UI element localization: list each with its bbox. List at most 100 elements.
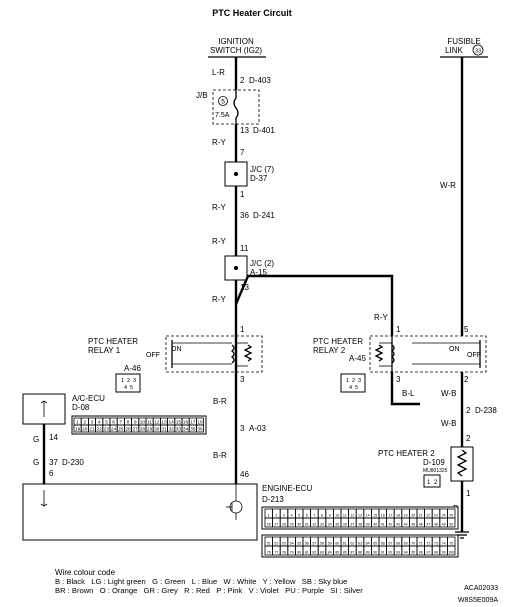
pin-number: 37 [350, 522, 354, 526]
pin-number: 23 [104, 426, 110, 432]
pin-number: 28 [140, 426, 146, 432]
svg-text:5: 5 [355, 385, 358, 391]
pin-number: 9 [329, 513, 331, 517]
pin-number: 16 [183, 419, 189, 425]
pin-number: 32 [312, 522, 316, 526]
d230-pin: 37 [49, 458, 58, 467]
pin-number: 11 [147, 419, 152, 425]
pin-number: 92 [388, 550, 392, 554]
heater-pin-top: 2 [466, 434, 471, 443]
pin-number: 28 [282, 522, 286, 526]
pin-number: 25 [449, 513, 453, 517]
relay2-pin-left-bottom: 3 [396, 375, 401, 384]
diagram-title: PTC Heater Circuit [212, 8, 292, 18]
relay2-pin-left: 1 [396, 325, 401, 334]
pin-number: 91 [381, 550, 385, 554]
d238-conn: D-238 [475, 406, 497, 415]
ptc-heater-2-label: PTC HEATER 2 [378, 449, 435, 458]
pin-number: 47 [426, 522, 430, 526]
pin-number: 70 [411, 541, 415, 545]
pin-number: 13 [161, 419, 167, 425]
svg-text:1: 1 [427, 480, 431, 486]
relay1-coil-icon [230, 344, 235, 364]
pin-number: 22 [97, 426, 103, 432]
pin-number: 96 [419, 550, 423, 554]
relay2-wire-bottom: B-L [402, 389, 415, 398]
legend-line-2: BR : Brown O : Orange GR : Grey R : Red … [55, 586, 363, 595]
fusible-number: 33 [475, 49, 481, 55]
pin-number: 30 [154, 426, 160, 432]
pin-number: 40 [373, 522, 377, 526]
pin-number: 27 [274, 522, 278, 526]
pin-number: 17 [388, 513, 392, 517]
pin-number: 18 [396, 513, 400, 517]
pin-number: 18 [197, 419, 203, 425]
pin-number: 29 [147, 426, 153, 432]
pin-number: 95 [411, 550, 415, 554]
wire-color-ry-2: R-Y [212, 203, 226, 212]
ac-ecu-pin-ecu: 6 [49, 469, 54, 478]
jc2-pin-in: 11 [240, 244, 249, 253]
relay2-connector: 1 2 3 4 5 [340, 373, 366, 393]
figure-code-2: W8S5E009A [458, 597, 498, 604]
pin-number: 24 [442, 513, 446, 517]
pin-number: 65 [373, 541, 377, 545]
d241-pin: 36 [240, 211, 249, 220]
wire-color-br-1: B-R [213, 397, 227, 406]
pin-number: 22 [426, 513, 430, 517]
pin-number: 75 [449, 541, 453, 545]
pin-number: 55 [297, 541, 301, 545]
d230-conn: D-230 [62, 458, 84, 467]
pin-number: 52 [274, 541, 278, 545]
pin-number: 41 [381, 522, 385, 526]
pin-number: 5 [298, 513, 300, 517]
pin-number: 6 [306, 513, 308, 517]
fuse-number: 5 [221, 99, 225, 106]
wire-color-ry-3: R-Y [212, 237, 226, 246]
pin-number: 86 [343, 550, 347, 554]
wire-color-g-1: G [33, 435, 39, 444]
heater-connector: 1 2 [423, 474, 441, 488]
svg-text:2: 2 [352, 378, 355, 384]
relay1-resistor-icon [243, 344, 253, 362]
relay2-off-label: OFF [467, 352, 481, 359]
pin-number: 36 [343, 522, 347, 526]
relay1-output: B-R 3 A-03 B-R 46 [213, 372, 266, 484]
pin-number: 17 [190, 419, 196, 425]
pin-number: 56 [305, 541, 309, 545]
wire-color-ry-4: R-Y [212, 295, 226, 304]
pin-number: 35 [190, 426, 196, 432]
relay1-conn: A-46 [124, 364, 141, 373]
pin-number: 57 [312, 541, 316, 545]
pin-number: 21 [89, 426, 95, 432]
jc2-conn: A-15 [250, 268, 267, 277]
pin-number: 36 [197, 426, 203, 432]
pin-number: 34 [328, 522, 332, 526]
pin-number: 63 [358, 541, 362, 545]
pin-number: 21 [419, 513, 423, 517]
pin-number: 12 [350, 513, 354, 517]
ground-icon [455, 531, 469, 539]
pin-number: 82 [312, 550, 316, 554]
pin-number: 3 [91, 419, 94, 425]
jc7-label: J/C (7) [250, 165, 274, 174]
wire-color-wr: W-R [440, 181, 456, 190]
pin-number: 78 [282, 550, 286, 554]
pin-number: 83 [320, 550, 324, 554]
pin-number: 72 [426, 541, 430, 545]
fusible-label-1: FUSIBLE [447, 37, 480, 46]
heater-pin-bottom: 1 [466, 489, 471, 498]
pin-number: 80 [297, 550, 301, 554]
pin-number: 89 [366, 550, 370, 554]
pin-number: 10 [140, 419, 146, 425]
pin-number: 43 [396, 522, 400, 526]
ptc-heater-relay-2: PTC HEATER RELAY 2 R-Y 1 5 ON OFF A-45 3… [313, 313, 487, 406]
jc7-pin-in: 7 [240, 148, 245, 157]
pin-number: 13 [358, 513, 362, 517]
fuse-icon [233, 90, 239, 124]
svg-text:3: 3 [133, 378, 136, 384]
fuse-rating: 7.5A [215, 112, 230, 119]
pin-number: 94 [404, 550, 408, 554]
